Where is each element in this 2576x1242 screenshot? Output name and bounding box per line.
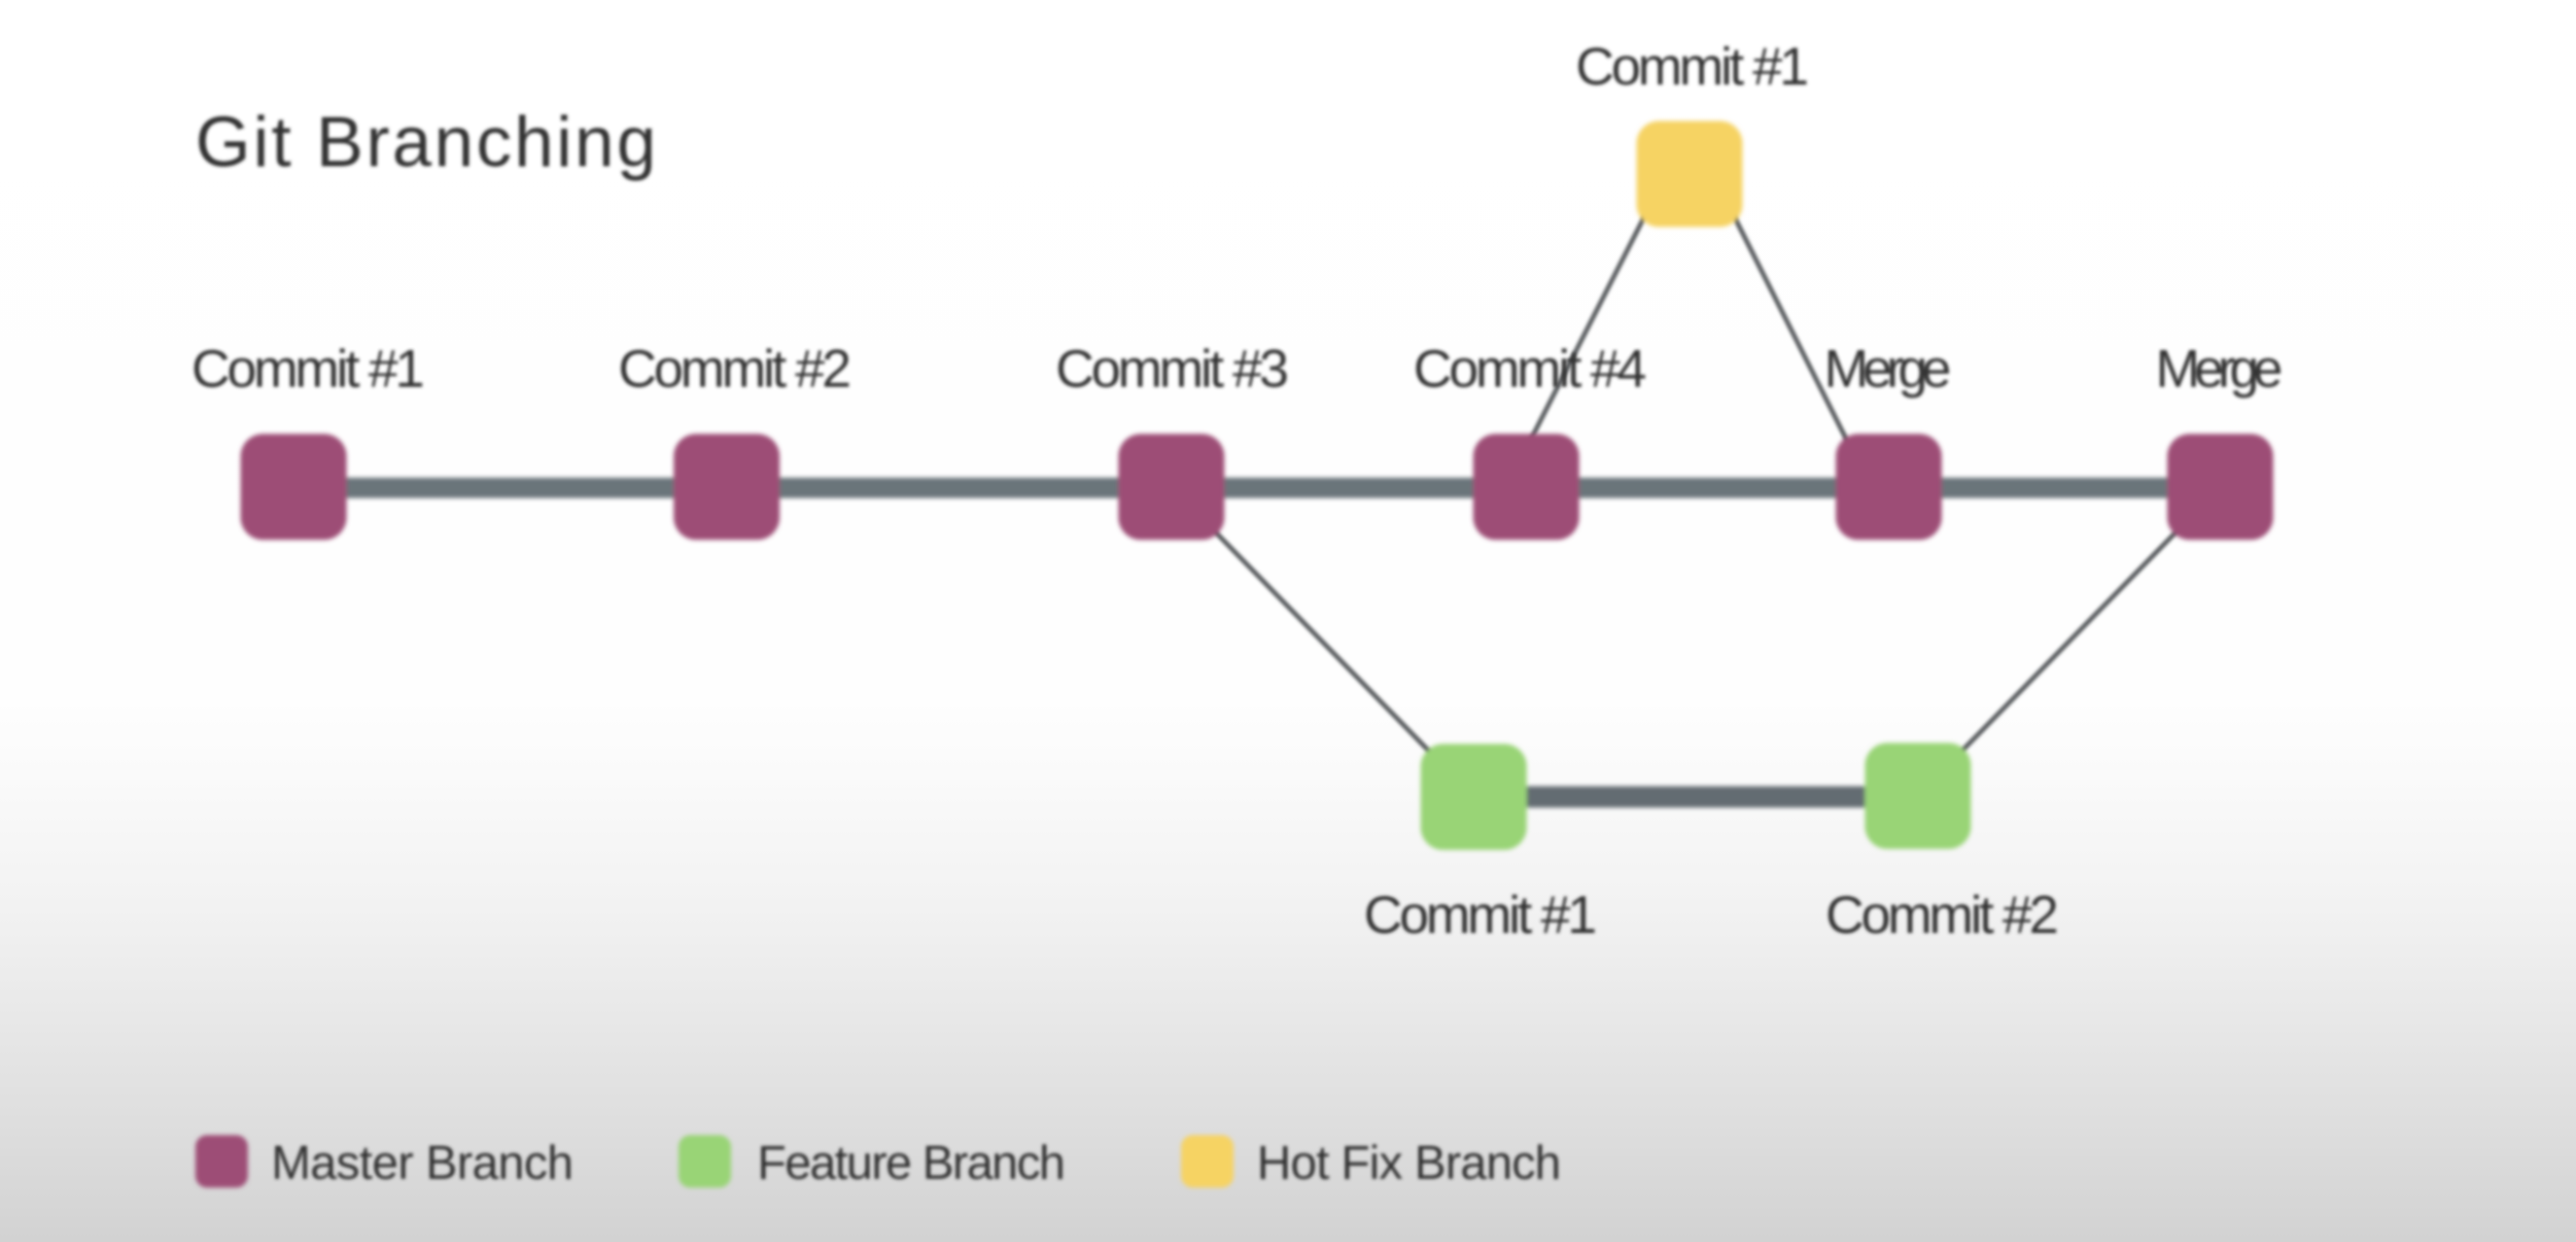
- svg-text:Commit #2: Commit #2: [1826, 884, 2059, 945]
- svg-text:Master Branch: Master Branch: [271, 1137, 574, 1190]
- svg-text:Commit #1: Commit #1: [191, 338, 425, 398]
- svg-text:Feature Branch: Feature Branch: [757, 1137, 1065, 1190]
- svg-text:Commit #4: Commit #4: [1413, 338, 1647, 398]
- svg-text:Commit #2: Commit #2: [618, 338, 852, 398]
- svg-text:Merge: Merge: [2156, 338, 2283, 398]
- svg-text:Commit #1: Commit #1: [1576, 36, 1809, 96]
- svg-text:Merge: Merge: [1825, 338, 1952, 398]
- svg-text:Commit #3: Commit #3: [1056, 338, 1289, 398]
- svg-text:Git Branching: Git Branching: [195, 103, 656, 182]
- svg-text:Hot Fix Branch: Hot Fix Branch: [1257, 1137, 1561, 1190]
- svg-text:Commit #1: Commit #1: [1364, 884, 1597, 945]
